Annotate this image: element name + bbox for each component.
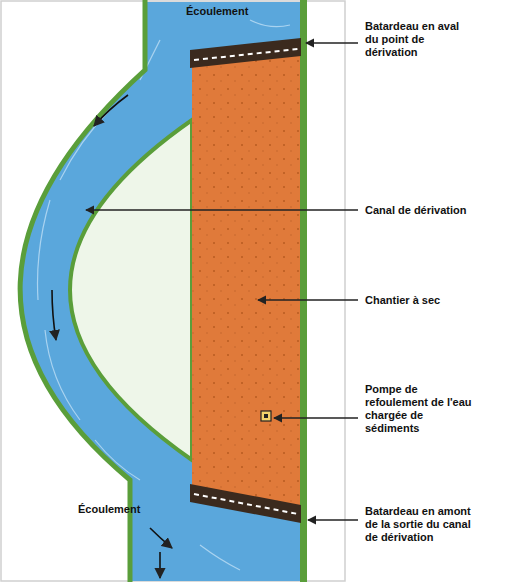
callout-label: Batardeau en aval du point de dérivation (365, 20, 475, 59)
callout-label: Pompe de refoulement de l'eau chargée de… (365, 383, 475, 435)
leader-arrow (86, 43, 358, 520)
soil-texture (192, 48, 300, 515)
pump-symbol (261, 411, 271, 421)
cofferdam (190, 38, 301, 523)
callout-label: Canal de dérivation (365, 204, 466, 217)
callout-label: Batardeau en amont de la sortie du canal… (365, 505, 485, 544)
right-bank (300, 0, 307, 582)
flow-label: Écoulement (78, 503, 140, 516)
water (20, 2, 301, 581)
frame (1, 1, 345, 581)
callout-label: Chantier à sec (365, 294, 440, 307)
dry-worksite (192, 48, 300, 515)
island (70, 120, 192, 460)
left-bank (20, 0, 145, 582)
flow-label: Écoulement (186, 5, 248, 18)
flow-arrow (52, 95, 172, 578)
